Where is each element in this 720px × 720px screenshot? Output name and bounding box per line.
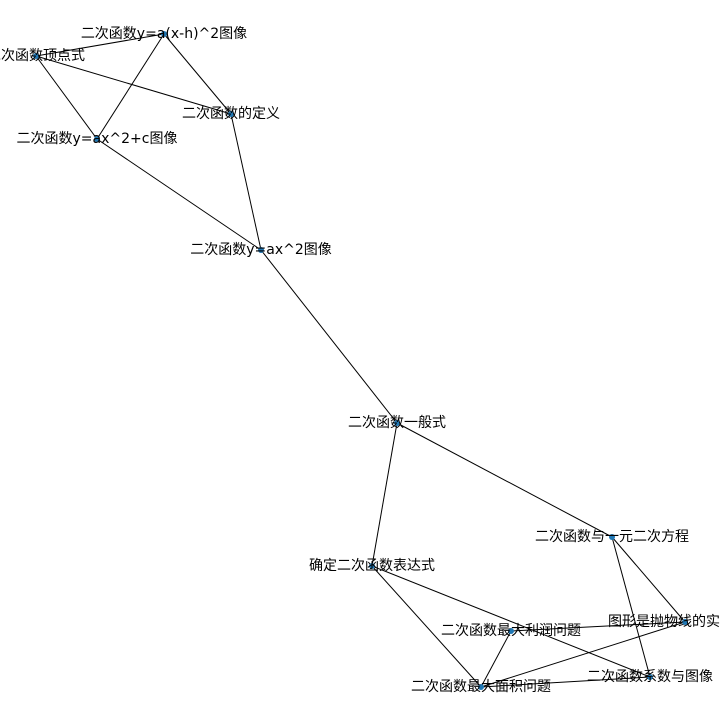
node-marker [161,31,167,37]
graph-edge [96,138,262,251]
node-label: 二次函数与一元二次方程 [535,529,689,545]
edge-layer [35,33,686,688]
node-marker [682,619,688,625]
node-label: 二次函数顶点式 [0,48,85,64]
node-marker [647,674,653,680]
graph-edge [35,33,165,57]
graph-edge [396,422,613,538]
graph-node: 二次函数y=ax^2图像 [190,242,332,258]
graph-node: 二次函数系数与图像 [587,669,713,685]
graph-edge [35,55,232,115]
node-label: 二次函数一般式 [348,415,446,431]
graph-node: 二次函数顶点式 [0,48,85,64]
node-label: 二次函数的定义 [182,106,280,122]
node-label: 二次函数系数与图像 [587,669,713,685]
graph-edge [611,536,651,678]
graph-node: 二次函数y=a(x-h)^2图像 [81,26,247,42]
node-label: 二次函数y=a(x-h)^2图像 [81,26,247,42]
node-label: 确定二次函数表达式 [309,558,435,574]
graph-node: 二次函数与一元二次方程 [535,529,689,545]
graph-edge [510,621,686,632]
graph-node: 确定二次函数表达式 [309,558,435,574]
graph-edge [35,55,98,140]
graph-edge [480,676,651,688]
node-marker [33,53,39,59]
graph-node: 二次函数y=ax^2+c图像 [17,131,178,147]
graph-node: 二次函数一般式 [348,415,446,431]
graph-node: 二次函数最大利润问题 [441,623,581,639]
graph-edge [611,536,686,623]
node-label: 二次函数最大面积问题 [411,679,551,695]
graph-edge [371,565,482,688]
node-marker [508,628,514,634]
graph-edge [96,33,165,140]
graph-node: 图形是抛物线的实际问题 [608,614,720,630]
node-marker [94,136,100,142]
node-marker [228,111,234,117]
node-label: 二次函数y=ax^2+c图像 [17,131,178,147]
graph-edge [480,621,686,688]
node-label: 图形是抛物线的实际问题 [608,614,720,630]
graph-edge [371,422,398,567]
node-marker [478,684,484,690]
node-marker [609,534,615,540]
node-marker [394,420,400,426]
node-layer: 二次函数y=a(x-h)^2图像二次函数顶点式二次函数的定义二次函数y=ax^2… [0,26,720,695]
node-marker [258,247,264,253]
graph-edge [260,249,398,424]
graph-node: 二次函数的定义 [182,106,280,122]
node-label: 二次函数最大利润问题 [441,623,581,639]
graph-edge [371,565,651,678]
node-label: 二次函数y=ax^2图像 [190,242,332,258]
graph-edge [230,113,262,251]
node-marker [369,563,375,569]
graph-edge [163,33,232,115]
graph-edge [480,630,512,688]
graph-node: 二次函数最大面积问题 [411,679,551,695]
